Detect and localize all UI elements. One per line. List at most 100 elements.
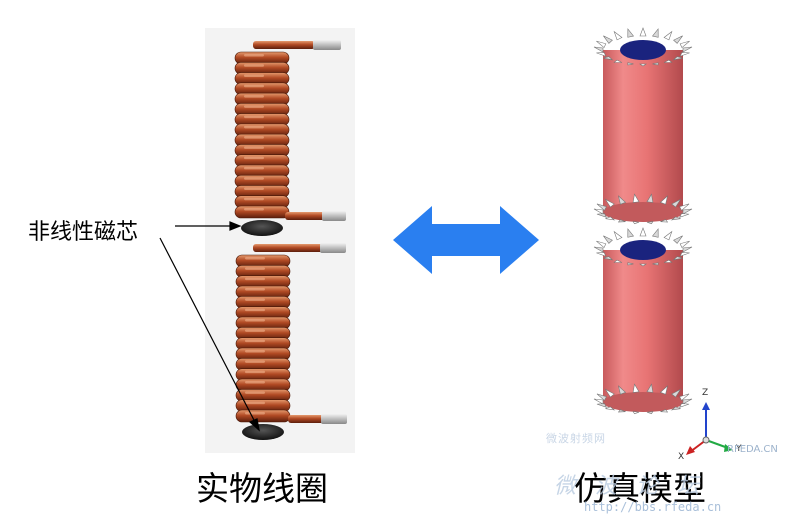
- lower-top-port-cone: [663, 230, 673, 241]
- upper-bottom-port-cone: [660, 219, 669, 223]
- upper-coil-bottom-lead: [285, 212, 325, 220]
- lower-bottom-port-cone: [679, 393, 690, 401]
- upper-top-port-cone: [603, 56, 614, 61]
- lower-coil-turn-highlight: [245, 298, 265, 301]
- lower-top-port-cone: [596, 240, 607, 249]
- nonlinear-core-label: 非线性磁芯: [28, 220, 139, 245]
- upper-top-port-cone: [627, 62, 634, 66]
- lower-coil: [235, 243, 347, 440]
- lower-top-port-cone: [639, 227, 647, 237]
- lower-top-port-cone: [613, 230, 623, 241]
- upper-top-port-cone: [613, 59, 623, 63]
- upper-top-port-cone: [596, 52, 607, 57]
- upper-top-port-cone: [639, 63, 647, 67]
- axis-origin: [702, 436, 710, 444]
- lower-coil-turn-highlight: [245, 360, 265, 363]
- lower-top-port-cone: [682, 246, 693, 253]
- lower-top-port-cone: [679, 240, 690, 249]
- upper-top-port-cone: [651, 28, 659, 38]
- lower-top-port-cone: [639, 263, 647, 267]
- upper-cylinder-bottom-ports: [593, 193, 693, 225]
- upper-bottom-port-cone: [659, 195, 669, 205]
- upper-bottom-port-cone: [646, 221, 654, 225]
- upper-cylinder-top-ports: [593, 27, 693, 67]
- upper-top-port-cone: [627, 28, 635, 38]
- upper-bottom-port-cone: [617, 195, 627, 205]
- lower-bottom-port-cone: [671, 388, 682, 398]
- upper-bottom-port-cone: [596, 203, 607, 211]
- lower-bottom-port-cone: [678, 403, 690, 408]
- upper-coil-turn-highlight: [244, 208, 264, 211]
- upper-coil-turn-highlight: [244, 187, 264, 190]
- lower-bottom-port-cone: [604, 388, 615, 398]
- upper-bottom-port-cone: [605, 216, 616, 221]
- lower-top-port-cone: [603, 256, 614, 261]
- lower-bottom-port-cone: [682, 398, 693, 405]
- upper-coil-turn-highlight: [244, 115, 264, 119]
- lower-top-port-cone: [679, 252, 690, 257]
- lower-coil-turn-highlight: [245, 381, 265, 384]
- lower-coil-turn-highlight: [245, 257, 265, 260]
- upper-top-port-cone: [679, 40, 690, 49]
- upper-top-port-cone: [672, 56, 683, 61]
- lower-coil-turn-highlight: [245, 401, 265, 405]
- upper-bottom-port-cone: [617, 219, 626, 223]
- upper-cylinder-bottom-edge: [603, 202, 683, 222]
- upper-bottom-port-cone: [596, 213, 608, 218]
- upper-coil-turn-highlight: [244, 197, 264, 201]
- lower-cylinder-top-ports: [593, 227, 693, 267]
- upper-top-port-cone: [593, 46, 604, 53]
- upper-coil-turn-highlight: [244, 105, 264, 108]
- lower-coil-turn: [235, 409, 291, 423]
- lower-bottom-port-cone: [646, 411, 654, 415]
- lower-top-port-cone: [596, 252, 607, 257]
- upper-coil-windings: [234, 51, 290, 219]
- upper-top-port-cone: [639, 27, 647, 37]
- lower-bottom-port-cone: [660, 409, 669, 413]
- axis-y-line: [705, 439, 729, 449]
- lower-coil-windings: [235, 254, 291, 423]
- lower-coil-turn-highlight: [245, 329, 265, 332]
- real-coil-caption: 实物线圈: [196, 469, 328, 508]
- lower-cylinder-bottom-edge: [603, 392, 683, 412]
- upper-coil-bottom-pin: [322, 211, 346, 221]
- upper-top-port-cone: [682, 46, 693, 53]
- pointer-head-lower: [248, 418, 260, 432]
- lower-top-port-cone: [603, 235, 613, 244]
- upper-coil-turn-highlight: [244, 74, 264, 78]
- lower-top-port-cone: [652, 262, 659, 266]
- lower-bottom-port-cone: [617, 385, 627, 395]
- watermark-url: http://bbs.rfeda.cn: [584, 500, 722, 514]
- lower-bottom-port-cone: [617, 409, 626, 413]
- upper-coil-turn-highlight: [244, 84, 264, 88]
- lower-port-hole: [620, 240, 666, 260]
- lower-coil-turn-highlight: [245, 339, 265, 343]
- simulation-model: [593, 27, 693, 415]
- axis-x-head: [686, 446, 695, 455]
- watermark-site: RFEDA.CN: [727, 444, 778, 455]
- upper-bottom-port-cone: [593, 208, 604, 215]
- lower-coil-turn-highlight: [245, 412, 265, 415]
- upper-coil-turn-highlight: [244, 54, 264, 57]
- lower-bottom-port-cone: [632, 383, 640, 393]
- upper-coil-top-pin: [313, 40, 341, 50]
- lower-bottom-port-cone: [659, 385, 669, 395]
- simulation-model-caption: 仿真模型: [574, 469, 706, 508]
- double-arrow: [393, 206, 539, 274]
- upper-bottom-port-cone: [670, 216, 681, 221]
- lower-bottom-port-cone: [670, 406, 681, 411]
- lower-bottom-port-cone: [605, 406, 616, 411]
- upper-bottom-port-cone: [678, 213, 690, 218]
- lower-coil-turn-highlight: [245, 391, 265, 394]
- upper-coil-turn-highlight: [244, 125, 264, 129]
- axis-triad: [686, 402, 733, 455]
- upper-coil-turn-highlight: [244, 64, 264, 67]
- axis-x-label: X: [678, 452, 685, 462]
- upper-top-port-cone: [663, 30, 673, 41]
- lower-bottom-port-cone: [632, 411, 640, 415]
- upper-top-port-cone: [596, 40, 607, 49]
- upper-top-port-cone: [613, 30, 623, 41]
- lower-coil-turn-highlight: [245, 370, 265, 374]
- watermark-logo-text: 微 波 论 坛: [554, 474, 705, 499]
- lower-coil-turn-highlight: [245, 277, 265, 281]
